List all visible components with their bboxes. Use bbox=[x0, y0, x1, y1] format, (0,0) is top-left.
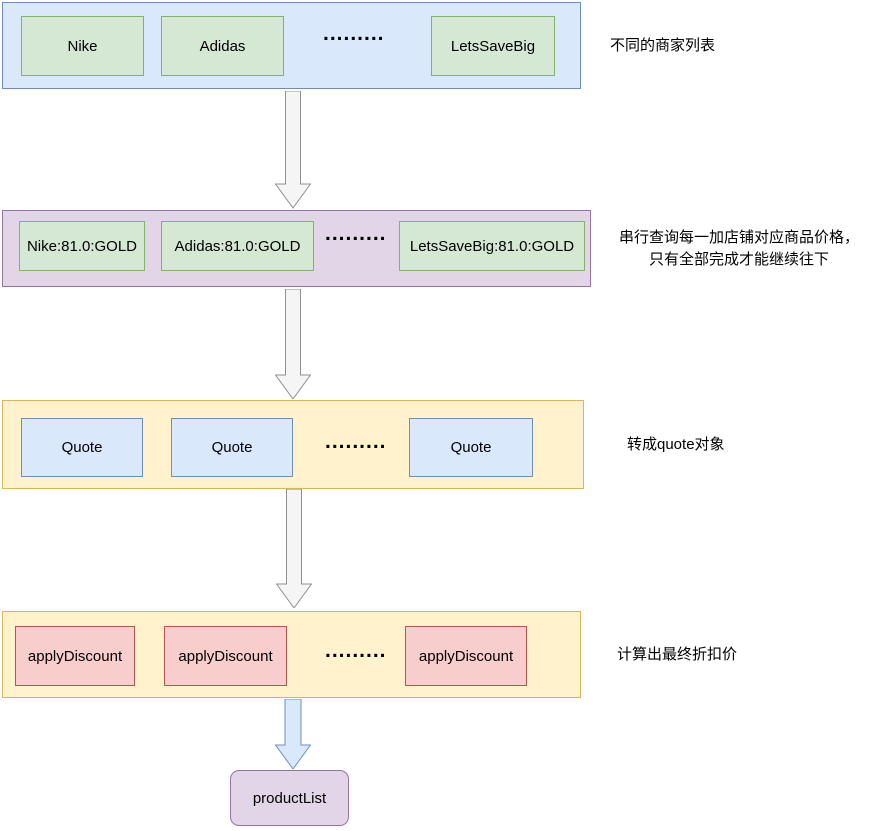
row-label-quote: 转成quote对象 bbox=[627, 436, 725, 453]
price-query-container: Nike:81.0:GOLD Adidas:81.0:GOLD ........… bbox=[2, 210, 591, 287]
merchant-list-container: Nike Adidas ......... LetsSaveBig bbox=[2, 2, 581, 89]
price-node-letssavebig: LetsSaveBig:81.0:GOLD bbox=[399, 221, 585, 271]
quote-node-2: Quote bbox=[171, 418, 293, 477]
ellipsis-dots: ......... bbox=[325, 639, 387, 662]
quote-container: Quote Quote ......... Quote bbox=[2, 400, 584, 489]
down-arrow-blue-icon bbox=[274, 699, 311, 769]
discount-node-2: applyDiscount bbox=[164, 626, 287, 686]
ellipsis-dots: ......... bbox=[323, 22, 385, 45]
discount-node-3: applyDiscount bbox=[405, 626, 527, 686]
row-label-line2: 只有全部完成才能继续往下 bbox=[648, 251, 829, 268]
row-label-merchants: 不同的商家列表 bbox=[610, 37, 716, 54]
down-arrow-icon bbox=[275, 91, 311, 209]
merchant-node-letssavebig: LetsSaveBig bbox=[431, 16, 555, 76]
discount-node-1: applyDiscount bbox=[15, 626, 135, 686]
merchant-node-nike: Nike bbox=[21, 16, 144, 76]
product-list-node: productList bbox=[230, 770, 349, 826]
price-node-nike: Nike:81.0:GOLD bbox=[19, 221, 145, 271]
row-label-line1: 串行查询每一加店铺对应商品价格， bbox=[618, 229, 859, 246]
ellipsis-dots: ......... bbox=[325, 222, 387, 245]
down-arrow-icon bbox=[276, 489, 312, 608]
quote-node-3: Quote bbox=[409, 418, 533, 477]
row-label-price-query: 串行查询每一加店铺对应商品价格， 只有全部完成才能继续往下 bbox=[600, 227, 878, 271]
discount-container: applyDiscount applyDiscount ......... ap… bbox=[2, 611, 581, 698]
ellipsis-dots: ......... bbox=[325, 430, 387, 453]
down-arrow-icon bbox=[275, 289, 311, 399]
quote-node-1: Quote bbox=[21, 418, 143, 477]
price-node-adidas: Adidas:81.0:GOLD bbox=[161, 221, 314, 271]
merchant-node-adidas: Adidas bbox=[161, 16, 284, 76]
row-label-discount: 计算出最终折扣价 bbox=[617, 646, 738, 663]
